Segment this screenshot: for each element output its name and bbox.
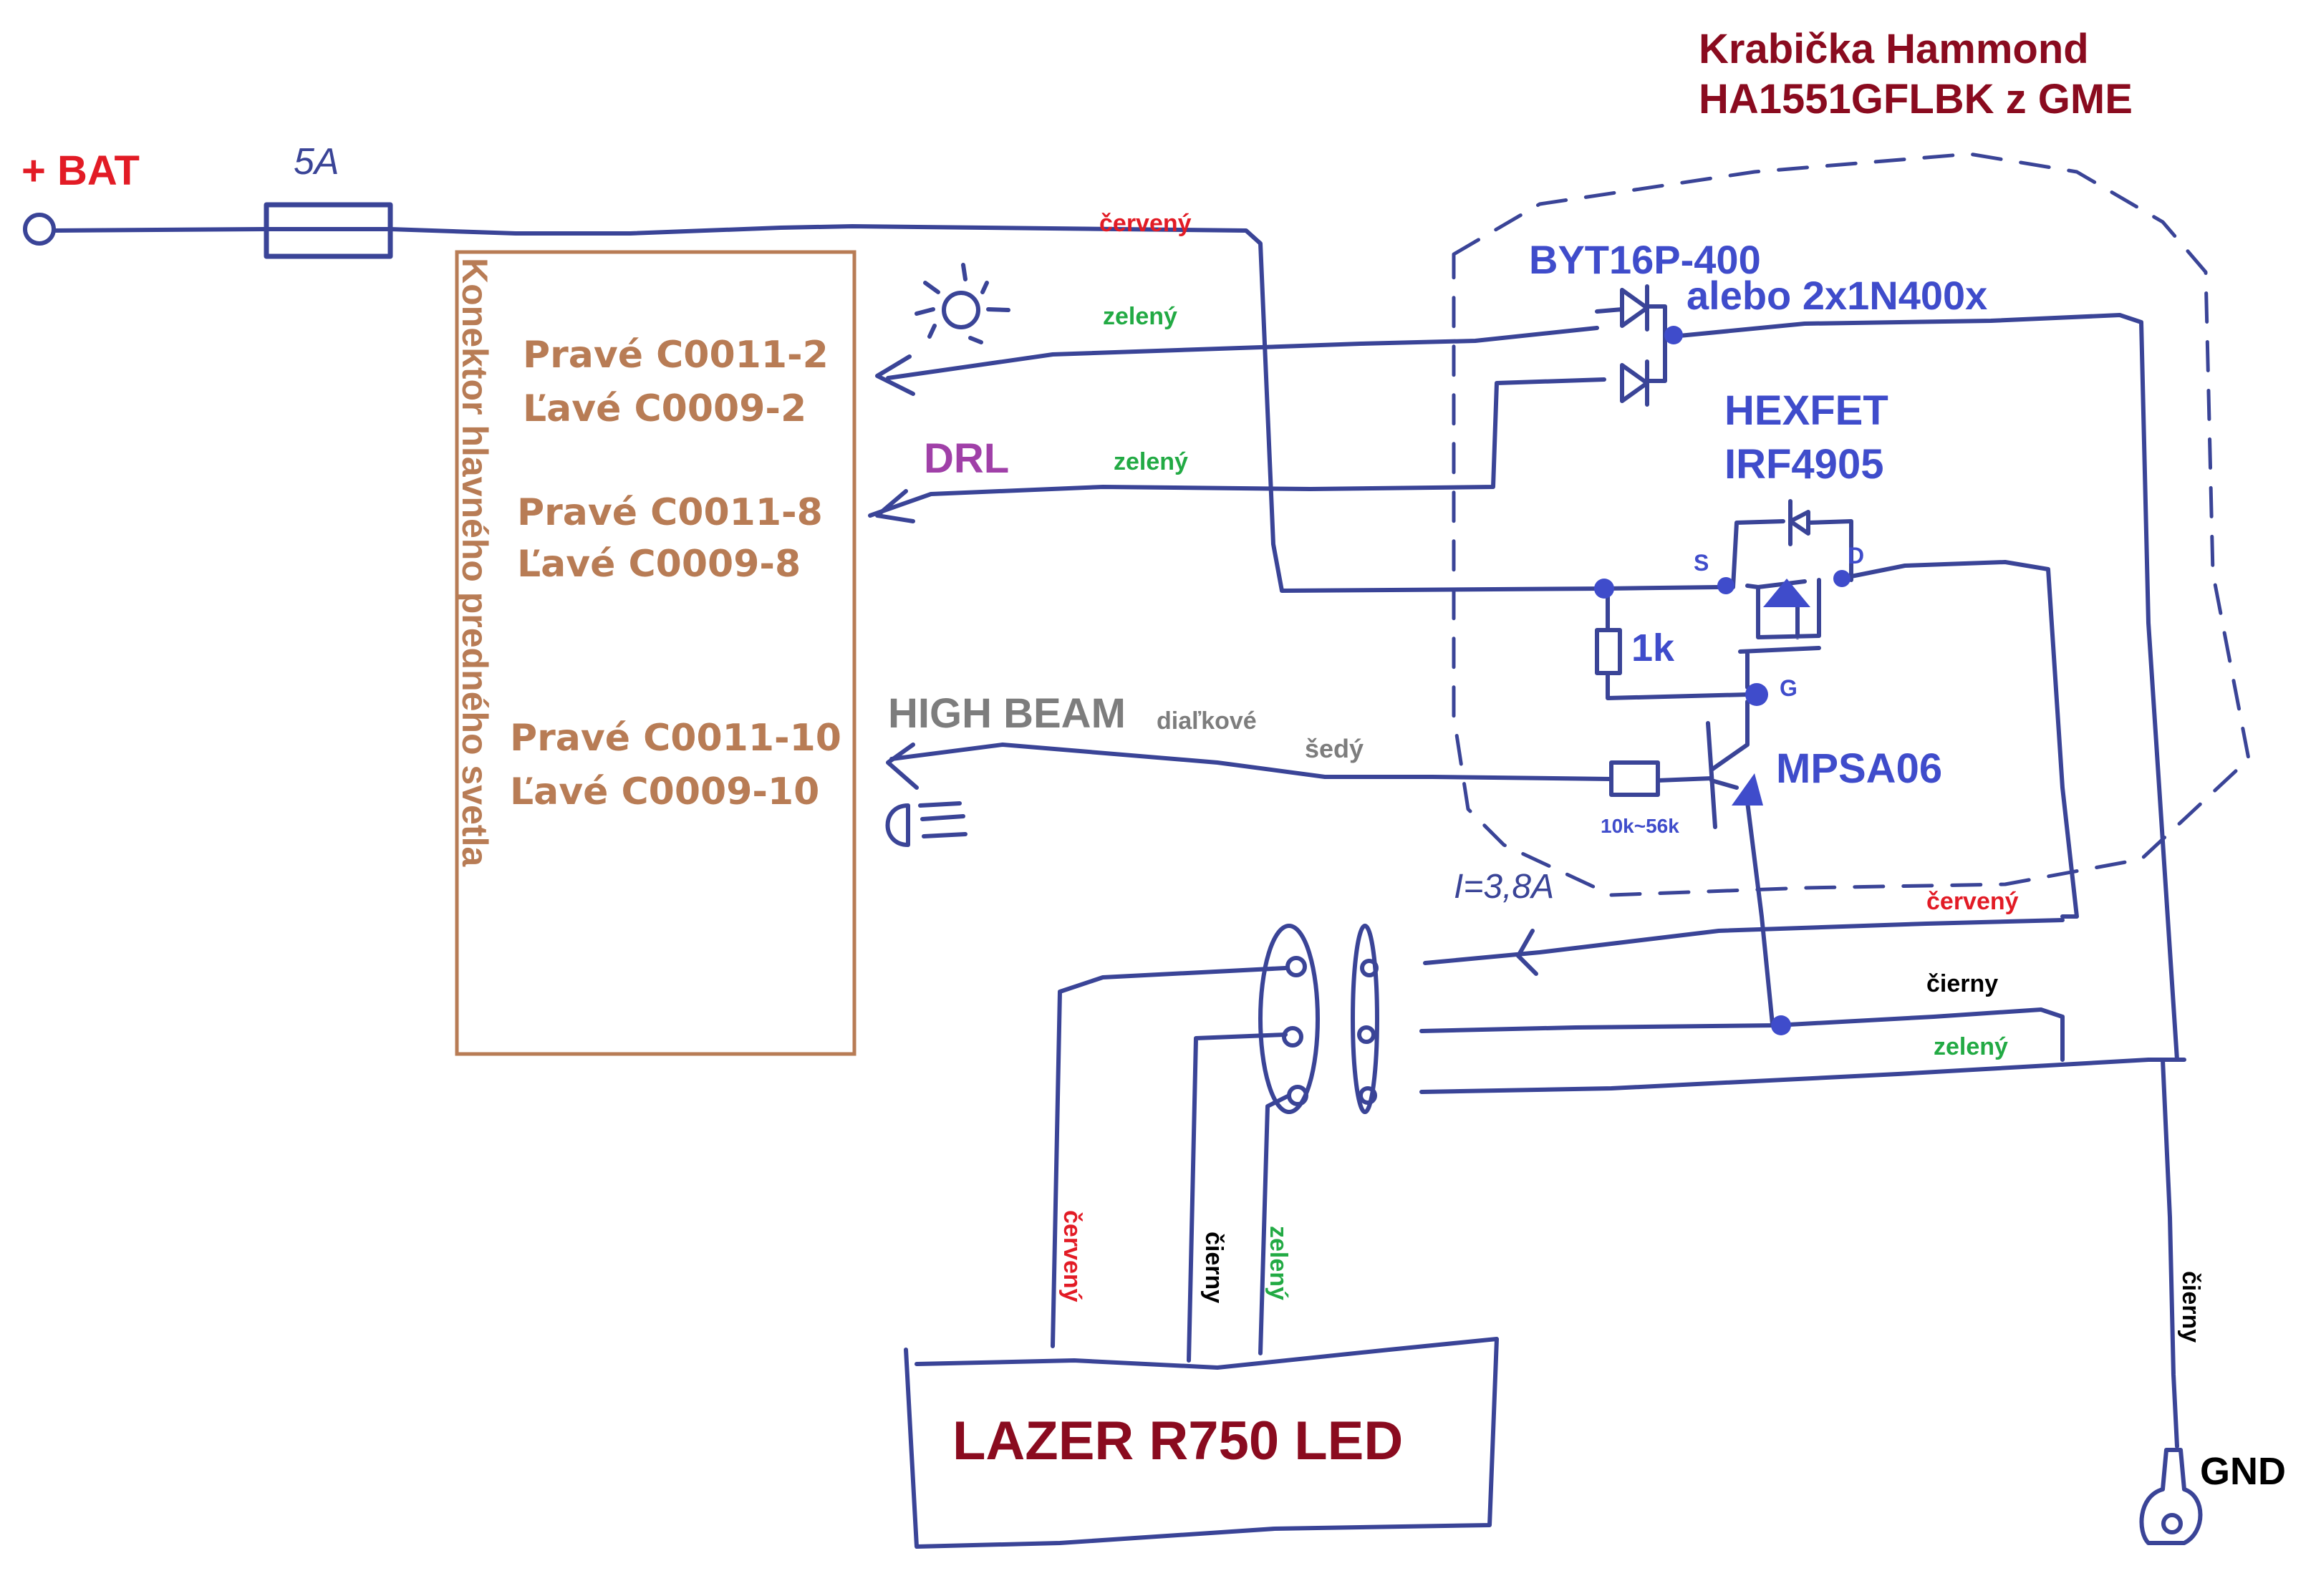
wire-diode-out xyxy=(1670,313,2179,1062)
sun-icon xyxy=(942,291,980,329)
schematic-stroke xyxy=(1282,1026,1303,1048)
schematic-stroke xyxy=(23,152,2251,1549)
wire-label-led-red: červený xyxy=(1058,1210,1086,1302)
wire-red-out xyxy=(1423,918,2065,965)
ground-lug xyxy=(2139,1448,2203,1545)
wire-green-out xyxy=(1419,1058,2186,1094)
transistor-body xyxy=(1706,700,1775,1026)
wire-label-red-out: červený xyxy=(1926,888,2019,915)
schematic-stroke xyxy=(1359,1086,1377,1105)
sun-rays xyxy=(915,263,1010,344)
battery-label: + BAT xyxy=(21,147,140,194)
pin-right-10: Pravé C0011-10 xyxy=(510,717,841,760)
schematic-stroke xyxy=(1357,1025,1376,1044)
lamp-label: LAZER R750 LED xyxy=(952,1411,1404,1471)
junction-dot xyxy=(1717,577,1734,594)
wire-bat-red xyxy=(52,224,1606,593)
pin-right-2: Pravé C0011-2 xyxy=(523,334,829,377)
schematic-stroke xyxy=(1594,326,1850,1035)
schematic-stroke xyxy=(1285,956,1307,977)
wire-source xyxy=(1602,585,1721,591)
mosfet-arrow xyxy=(1763,579,1810,607)
fuse-label: 5A xyxy=(294,141,339,183)
resistor-base-label: 10k~56k xyxy=(1601,815,1679,837)
resistor-1k-label: 1k xyxy=(1631,627,1675,669)
lamp-box xyxy=(904,1337,1499,1549)
current-note: I=3,8A xyxy=(1454,868,1555,906)
transistor-arrow xyxy=(1732,773,1763,806)
wire-label-grey: šedý xyxy=(1305,734,1364,763)
wire-label-led-black: čierny xyxy=(1200,1232,1227,1304)
wire-high-beam-grey xyxy=(889,743,1714,783)
mosfet-pin-s: S xyxy=(1694,550,1709,576)
drl-label: DRL xyxy=(924,435,1010,482)
enclosure-title-line1: Krabička Hammond xyxy=(1699,26,2089,72)
junction-dot xyxy=(1594,579,1614,599)
schematic-stroke xyxy=(1360,959,1379,977)
junction-dot xyxy=(1833,570,1850,587)
connector-plug-left xyxy=(1258,924,1320,1114)
pin-left-8: Ľavé C0009-8 xyxy=(517,543,801,586)
wire-black-out xyxy=(1419,1007,2065,1062)
junction-dot xyxy=(1664,326,1683,344)
battery-terminal-icon xyxy=(23,213,56,246)
mosfet-type-label: HEXFET xyxy=(1724,387,1888,434)
fuse-symbol xyxy=(264,202,393,259)
transistor-label: MPSA06 xyxy=(1776,745,1943,792)
wires-to-lamp xyxy=(1051,966,1291,1363)
wire-label-green-low: zelený xyxy=(1103,303,1177,330)
high-beam-label: HIGH BEAM xyxy=(888,690,1126,737)
ground-screw-icon xyxy=(2161,1513,2183,1534)
wire-gnd xyxy=(2161,1058,2179,1449)
mosfet-pin-d: D xyxy=(1848,543,1865,569)
connector-box xyxy=(455,250,856,1056)
arrow-drl xyxy=(875,489,915,523)
high-beam-icon xyxy=(885,801,968,847)
pin-left-10: Ľavé C0009-10 xyxy=(510,770,820,813)
wire-label-green-out: zelený xyxy=(1934,1033,2008,1060)
mosfet-pin-g: G xyxy=(1780,675,1798,701)
diode-part-label: BYT16P-400 xyxy=(1529,237,1761,282)
wire-gate-top xyxy=(1738,646,1821,690)
wire-label-red-top: červený xyxy=(1099,210,1192,237)
arrow-current xyxy=(1516,929,1538,976)
wire-drain xyxy=(1849,560,2079,919)
pin-left-2: Ľavé C0009-2 xyxy=(523,387,807,430)
wire-label-black-out: čierny xyxy=(1926,970,1999,997)
mosfet-bodydiode xyxy=(1731,499,1853,589)
wire-label-gnd: čierny xyxy=(2177,1271,2204,1343)
high-beam-sublabel: diaľkové xyxy=(1157,707,1257,735)
diode-alt-label: alebo 2x1N400x xyxy=(1687,273,1988,318)
diode-lower xyxy=(1620,359,1667,407)
wire-label-led-green: zelený xyxy=(1265,1226,1292,1300)
connector-plug-right xyxy=(1351,924,1379,1114)
junction-dot xyxy=(1771,1015,1791,1035)
enclosure-dashed xyxy=(1452,152,2251,897)
wire-label-green-drl: zelený xyxy=(1114,448,1188,475)
connector-title: Konektor hlavného predného svetla xyxy=(455,258,495,867)
enclosure-title-line2: HA1551GFLBK z GME xyxy=(1699,76,2133,122)
resistor-1k xyxy=(1595,628,1622,675)
ground-label: GND xyxy=(2200,1450,2286,1493)
arrow-low-beam xyxy=(875,354,915,396)
resistor-base xyxy=(1609,760,1660,797)
wire-gate-res xyxy=(1606,589,1750,700)
wire-drl-green xyxy=(868,377,1606,518)
arrow-high-beam xyxy=(886,743,919,790)
junction-dot xyxy=(1745,683,1768,706)
mosfet-part-label: IRF4905 xyxy=(1724,441,1884,488)
mosfet-body xyxy=(1745,578,1821,639)
wire-low-beam-green xyxy=(886,326,1599,380)
pin-right-8: Pravé C0011-8 xyxy=(517,491,823,534)
diode-upper xyxy=(1595,284,1667,374)
